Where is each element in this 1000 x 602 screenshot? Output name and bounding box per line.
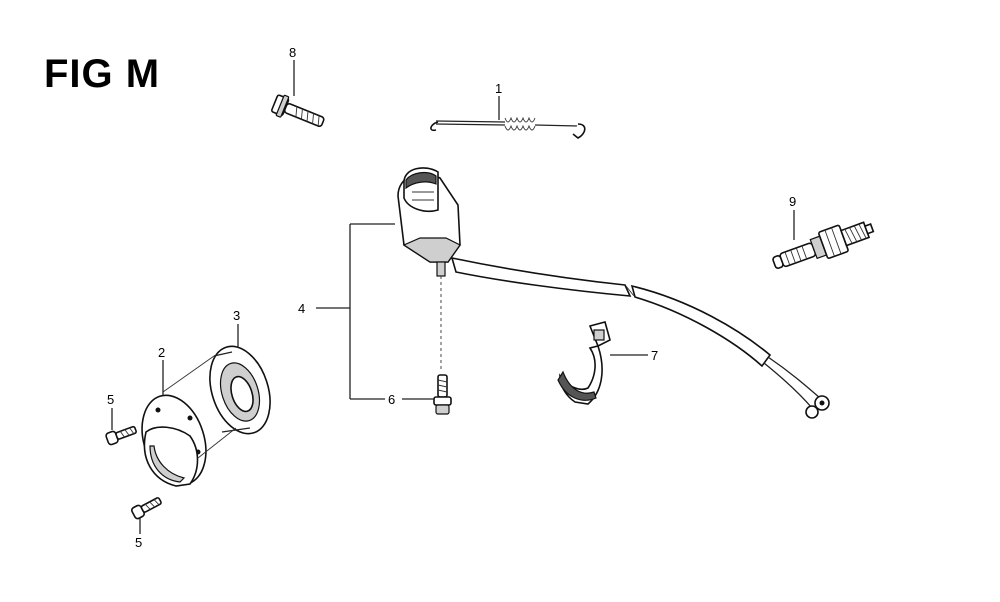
- part-5b-screw: [131, 497, 162, 520]
- callout-9: 9: [789, 194, 796, 209]
- part-1-spring-rod: [430, 116, 586, 139]
- callout-7: 7: [651, 348, 658, 363]
- part-6-screw: [433, 374, 452, 415]
- part-7-clamp: [557, 321, 611, 405]
- callout-6: 6: [388, 392, 395, 407]
- callout-5b: 5: [135, 535, 142, 550]
- part-9-spark-plug: [772, 221, 875, 269]
- callout-5a: 5: [107, 392, 114, 407]
- part-4-stop-switch: [397, 167, 830, 419]
- part-2-cover: [141, 355, 237, 487]
- part-5a-screw: [105, 425, 137, 446]
- callout-1: 1: [495, 81, 502, 96]
- figure-title: FIG M: [44, 52, 161, 96]
- part-3-cover-ring: [209, 345, 271, 435]
- callout-2: 2: [158, 345, 165, 360]
- callout-4: 4: [298, 301, 305, 316]
- leader-lines: [111, 60, 795, 534]
- callout-3: 3: [233, 308, 240, 323]
- part-8-bolt: [271, 94, 325, 128]
- callout-8: 8: [289, 45, 296, 60]
